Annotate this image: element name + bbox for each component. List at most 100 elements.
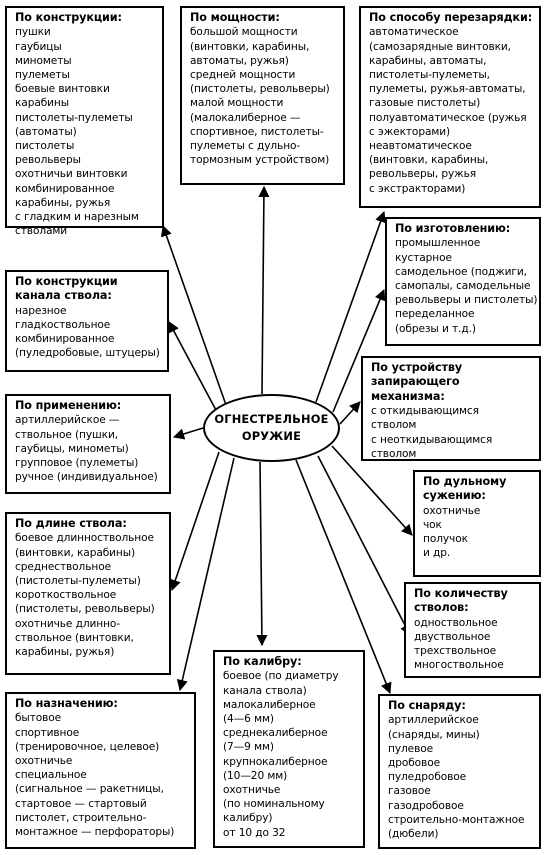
list-item: стартовое — стартовый <box>15 797 147 810</box>
list-item: неавтоматическое <box>369 140 472 153</box>
box-title: По снаряду: <box>388 699 466 712</box>
box-title-line-2: запирающего механизма: <box>371 375 460 403</box>
list-item: трехствольное <box>414 645 497 658</box>
list-item: групповое (пулеметы) <box>15 457 139 470</box>
box-items: одноствольное двуствольное трехствольное… <box>414 616 534 673</box>
list-item: (пуледробовые, штуцеры) <box>15 347 160 360</box>
box-items: боевое длинноствольное (винтовки, караби… <box>15 531 164 659</box>
list-item: пулеметы с дульно- <box>190 140 301 153</box>
list-item: стволом <box>371 419 417 432</box>
list-item: (пистолеты, револьверы) <box>15 603 155 616</box>
list-item: карабины, автоматы, <box>369 54 487 67</box>
box-items: промышленное кустарное самодельное (подж… <box>395 236 538 335</box>
list-item: (по номинальному <box>223 798 325 811</box>
list-item: с экстракторами) <box>369 182 466 195</box>
list-item: с эжекторами) <box>369 125 451 138</box>
list-item: охотничье длинно- <box>15 617 121 630</box>
list-item: (самозарядные винтовки, <box>369 40 511 53</box>
list-item: газовое <box>388 785 431 798</box>
list-item: гаубицы, минометы) <box>15 442 129 455</box>
list-item: полуавтоматическое (ружья <box>369 111 527 124</box>
box-choke: По дульному сужению: охотничье чок получ… <box>413 470 541 577</box>
arrow-to-purpose <box>176 457 235 692</box>
box-title: По способу перезарядки: <box>369 11 533 24</box>
list-item: калибру) <box>223 812 273 825</box>
box-application: По применению: артиллерийское — ствольно… <box>5 394 171 494</box>
list-item: (малокалиберное — <box>190 111 301 124</box>
arrow-to-projectile <box>295 459 392 695</box>
list-item: револьверы <box>15 154 81 167</box>
list-item: ствольное (пушки, <box>15 428 119 441</box>
list-item: (снаряды, мины) <box>388 728 480 741</box>
list-item: стволами <box>15 225 68 238</box>
list-item: пистолеты-пулеметы <box>15 111 133 124</box>
list-item: пистолеты-пулеметы, <box>369 69 490 82</box>
list-item: артиллерийское <box>388 714 479 727</box>
box-items: пушки гаубицы минометы пулеметы боевые в… <box>15 25 157 238</box>
list-item: (винтовки, карабины, <box>190 40 310 53</box>
list-item: (дюбели) <box>388 828 439 841</box>
box-items: артиллерийское (снаряды, мины) пулевое д… <box>388 713 534 841</box>
arrow-to-barrel-length <box>169 451 220 592</box>
box-items: бытовое спортивное (тренировочное, целев… <box>15 711 189 839</box>
list-item: стволом <box>371 447 417 460</box>
box-title: По изготовлению: <box>395 222 511 235</box>
list-item: (4—6 мм) <box>223 713 274 726</box>
box-title: По применению: <box>15 399 122 412</box>
list-item: пистолет, строительно- <box>15 811 147 824</box>
arrow-to-reloading <box>315 210 386 403</box>
list-item: комбинированное <box>15 333 115 346</box>
list-item: автоматическое <box>369 26 459 39</box>
list-item: (сигнальное — ракетницы, <box>15 783 164 796</box>
list-item: гладкоствольное <box>15 319 111 332</box>
list-item: охотничье <box>223 784 281 797</box>
list-item: (обрезы и т.д.) <box>395 322 476 335</box>
arrow-to-barrel-channel <box>168 321 218 413</box>
list-item: боевое длинноствольное <box>15 532 154 545</box>
list-item: (7—9 мм) <box>223 741 274 754</box>
list-item: (тренировочное, целевое) <box>15 740 160 753</box>
list-item: револьверы, ружья <box>369 168 477 181</box>
box-construction: По конструкции: пушки гаубицы минометы п… <box>5 6 164 237</box>
list-item: (10—20 мм) <box>223 769 288 782</box>
list-item: пулеметы, ружья-автоматы, <box>369 83 526 96</box>
list-item: карабины, ружья <box>15 196 111 209</box>
list-item: бытовое <box>15 712 62 725</box>
list-item: пулеметы <box>15 69 70 82</box>
list-item: газовые пистолеты) <box>369 97 481 110</box>
list-item: двуствольное <box>414 631 491 644</box>
list-item: охотничьи винтовки <box>15 168 128 181</box>
box-barrel-channel: По конструкции канала ствола: нарезное г… <box>5 270 169 372</box>
list-item: пуледробовое <box>388 771 467 784</box>
box-title-line-1: По конструкции <box>15 275 118 288</box>
box-title-line-2: сужению: <box>423 489 486 503</box>
list-item: охотничье <box>423 504 481 517</box>
list-item: промышленное <box>395 237 481 250</box>
box-items: с откидывающимся стволом с неоткидывающи… <box>371 404 534 461</box>
arrow-to-caliber <box>256 461 268 647</box>
box-title-line-2: стволов: <box>414 601 469 615</box>
box-title-line-2: канала ствола: <box>15 289 112 303</box>
list-item: охотничье <box>15 755 73 768</box>
list-item: артиллерийское — <box>15 414 120 427</box>
list-item: револьверы и пистолеты) <box>395 294 538 307</box>
list-item: специальное <box>15 769 87 782</box>
list-item: кустарное <box>395 251 452 264</box>
list-item: газодробовое <box>388 799 464 812</box>
central-node-firearms: ОГНЕСТРЕЛЬНОЕ ОРУЖИЕ <box>203 394 340 462</box>
box-caliber: По калибру: боевое (по диаметру канала с… <box>213 650 365 848</box>
list-item: минометы <box>15 54 72 67</box>
box-power: По мощности: большой мощности (винтовки,… <box>180 6 345 185</box>
list-item: одноствольное <box>414 616 498 629</box>
list-item: боевые винтовки <box>15 83 110 96</box>
list-item: (винтовки, карабины) <box>15 546 136 559</box>
list-item: пулевое <box>388 742 434 755</box>
arrow-to-manufacture <box>332 288 386 413</box>
list-item: среднествольное <box>15 560 111 573</box>
box-title: По назначению: <box>15 697 118 710</box>
list-item: спортивное, пистолеты- <box>190 125 324 138</box>
list-item: многоствольное <box>414 659 504 672</box>
list-item: самодельное (поджиги, <box>395 265 527 278</box>
list-item: ствольное (винтовки, <box>15 631 134 644</box>
box-items: охотничье чок получок и др. <box>423 504 534 561</box>
